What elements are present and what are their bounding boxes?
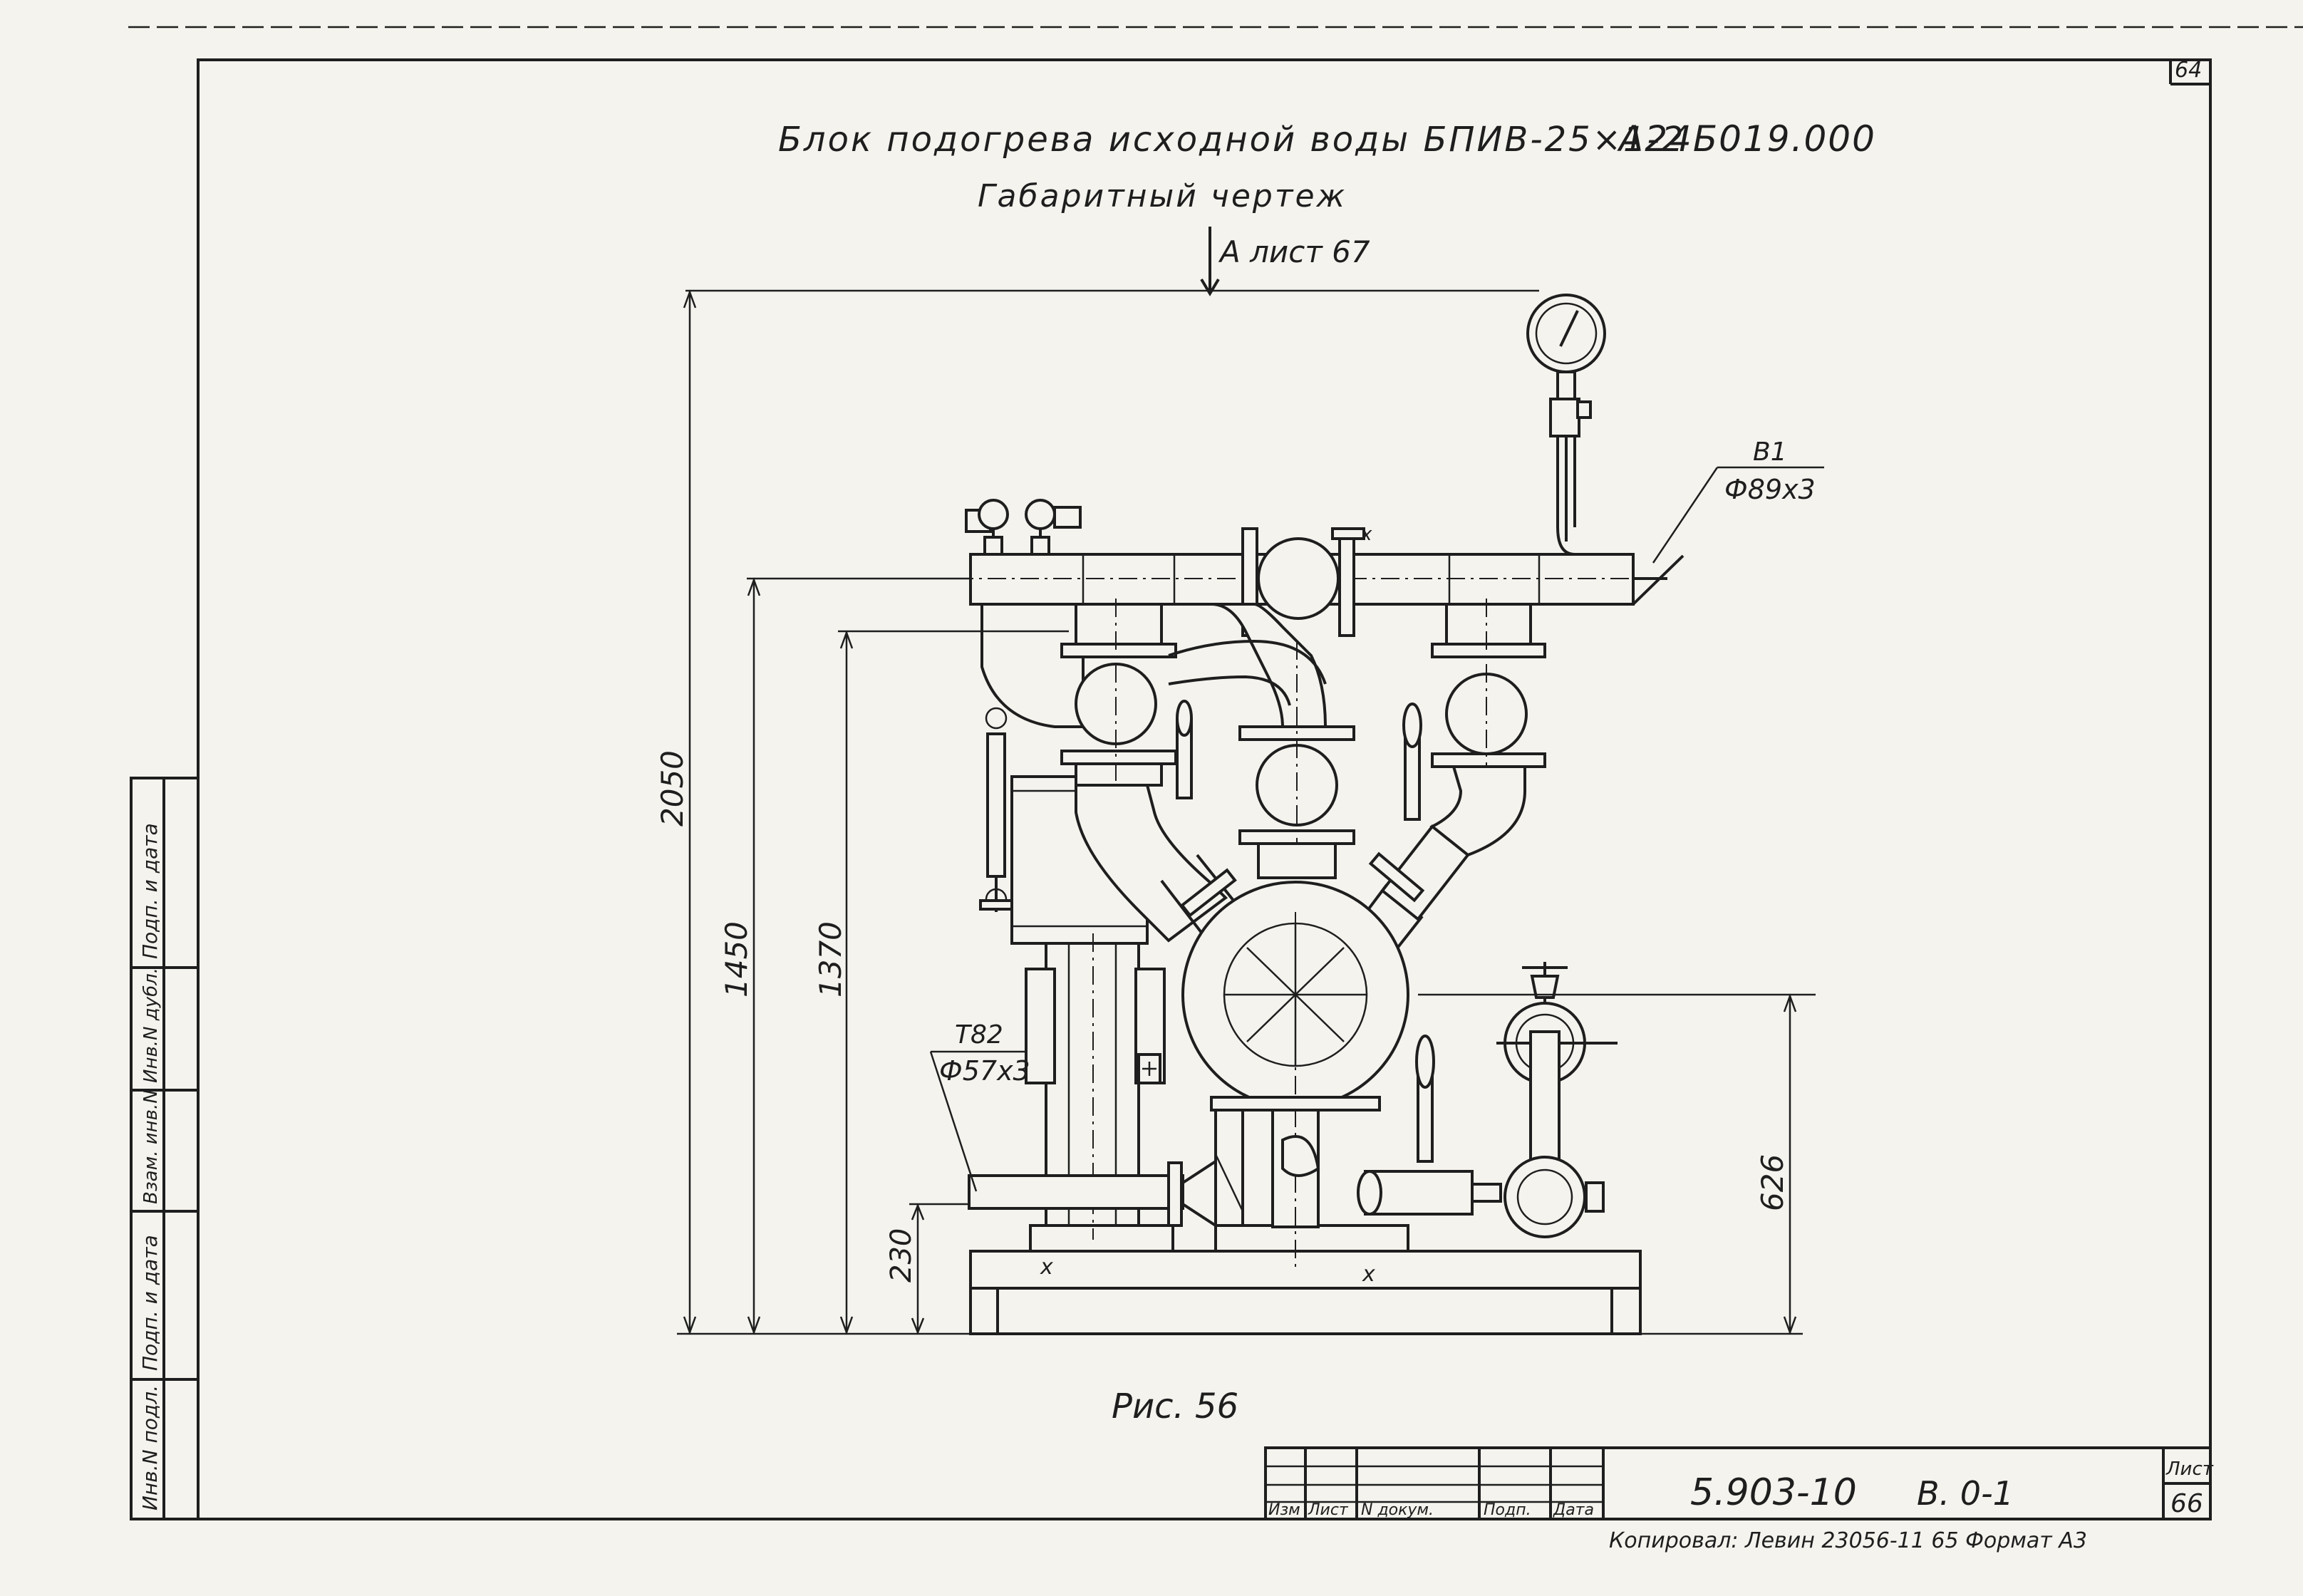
document-code: 5.903-10 bbox=[1690, 1471, 1857, 1514]
pressure-gauge bbox=[1526, 294, 1606, 556]
tb-header-sign: Подп. bbox=[1484, 1501, 1531, 1519]
main-vessel bbox=[1181, 881, 1409, 1268]
dim-1450: 1450 bbox=[719, 921, 754, 998]
valve-stack-right bbox=[1429, 598, 1546, 857]
dim-626: 626 bbox=[1755, 1154, 1790, 1211]
dim-230: 230 bbox=[885, 1228, 918, 1282]
inlet-size: Ф89х3 bbox=[1724, 474, 1816, 505]
top-header-pipe bbox=[955, 527, 1684, 637]
drawing-title: Блок подогрева исходной воды БПИВ-25×1-2 bbox=[778, 120, 1685, 160]
strip-cell-4: Инв.N дубл. bbox=[140, 968, 162, 1083]
drawing-subtitle: Габаритный чертеж bbox=[978, 178, 1347, 214]
title-block bbox=[1264, 1446, 2212, 1520]
weld-mark-left: х bbox=[1040, 1255, 1053, 1280]
thermometer-right bbox=[1025, 499, 1082, 556]
sight-glasses bbox=[1176, 700, 1435, 1163]
outlet-label: Т82 bbox=[955, 1020, 1003, 1050]
dim-2050: 2050 bbox=[655, 750, 690, 826]
sheet-number: 66 bbox=[2170, 1489, 2203, 1518]
sheet-frame bbox=[128, 26, 2303, 1520]
thermometer-left bbox=[965, 499, 1009, 556]
view-arrow bbox=[1200, 227, 1220, 296]
strip-cell-5: Подп. и дата bbox=[138, 823, 162, 959]
inlet-label: В1 bbox=[1753, 437, 1787, 467]
tb-header-list: Лист bbox=[1308, 1501, 1349, 1519]
view-reference: А лист 67 bbox=[1218, 234, 1370, 269]
equipment-drawing: х х х bbox=[955, 294, 1684, 1335]
document-issue: В. 0-1 bbox=[1917, 1474, 2014, 1513]
tb-header-doc: N докум. bbox=[1361, 1501, 1434, 1519]
page-number: 64 bbox=[2175, 58, 2202, 83]
level-gauge-left bbox=[979, 707, 1013, 912]
strip-cell-1: Инв.N подл. bbox=[138, 1385, 162, 1510]
support-frame bbox=[1214, 1110, 1244, 1226]
left-strip bbox=[130, 777, 200, 1520]
dim-1370: 1370 bbox=[813, 921, 848, 998]
dimension-lines bbox=[677, 289, 1816, 1335]
base-frame bbox=[969, 1224, 1642, 1335]
pump-unit bbox=[1496, 962, 1618, 1238]
outlet-size: Ф57х3 bbox=[939, 1055, 1030, 1087]
sheet-label: Лист bbox=[2165, 1458, 2214, 1480]
valve-stack-left bbox=[1060, 598, 1177, 791]
drawing-code: А24Б019.000 bbox=[1617, 118, 1876, 160]
weld-mark-top: х bbox=[1360, 524, 1372, 545]
weld-mark-right: х bbox=[1362, 1262, 1375, 1287]
bottom-pipeline bbox=[968, 1159, 1502, 1228]
strip-cell-3: Взам. инв.N bbox=[140, 1089, 162, 1204]
y-branch-right bbox=[1338, 824, 1470, 978]
callout-outlet bbox=[929, 1050, 1026, 1192]
strip-cell-2: Подп. и дата bbox=[138, 1235, 162, 1371]
copy-note: Копировал: Левин 23056-11 65 Формат А3 bbox=[1609, 1528, 2087, 1553]
tb-header-date: Дата bbox=[1553, 1501, 1594, 1519]
tb-header-izm: Изм bbox=[1268, 1501, 1300, 1519]
callout-inlet bbox=[1652, 466, 1824, 564]
figure-caption: Рис. 56 bbox=[1112, 1387, 1238, 1426]
center-loop bbox=[1168, 603, 1355, 879]
